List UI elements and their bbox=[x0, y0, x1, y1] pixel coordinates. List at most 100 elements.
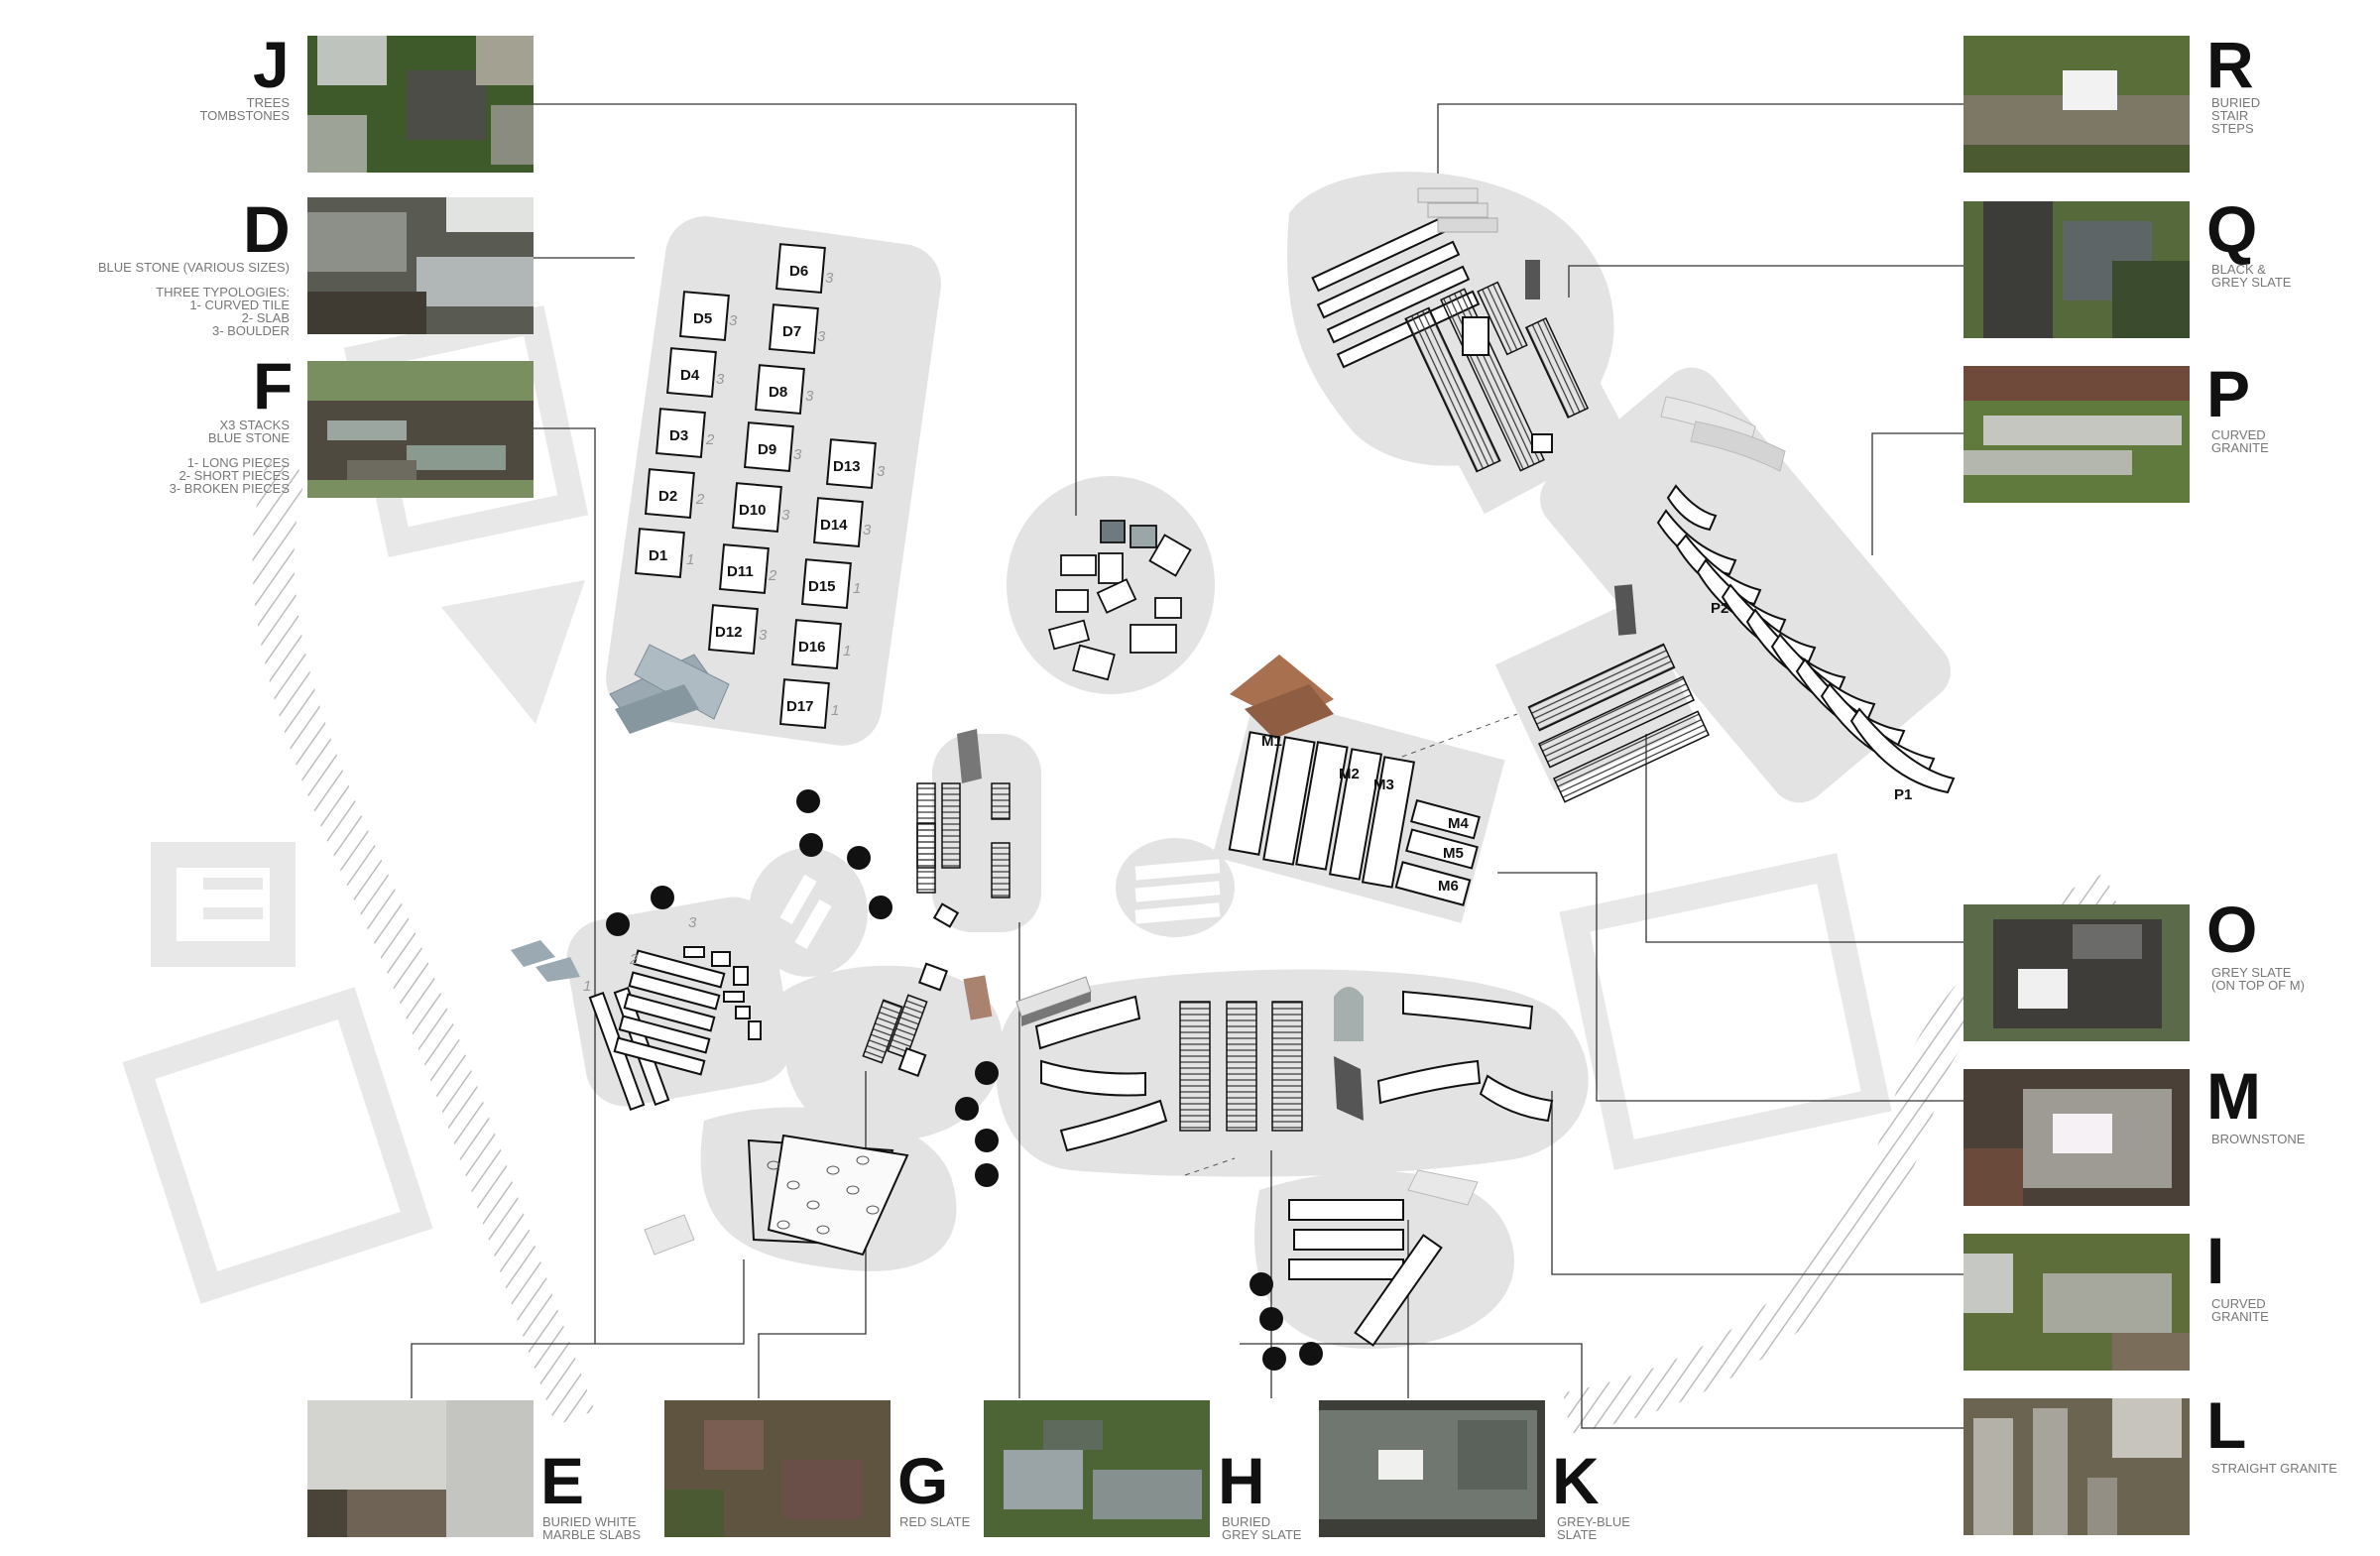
ghost-building-fills bbox=[203, 580, 585, 919]
g-area-small-pieces bbox=[897, 962, 949, 1078]
label-d8: D8 bbox=[769, 384, 787, 401]
legend-desc-f: X3 STACKS BLUE STONE bbox=[207, 418, 290, 445]
legend-desc-e: BURIED WHITE MARBLE SLABS bbox=[542, 1514, 641, 1542]
i-curved-granite bbox=[1034, 990, 1554, 1152]
legend-letter-f: F bbox=[253, 349, 294, 422]
svg-text:P1: P1 bbox=[1894, 786, 1912, 803]
d-labels: D6 D5 D7 D4 D8 D3 D9 D13 D2 D10 D14 D1 D… bbox=[649, 263, 861, 715]
l-granite-block bbox=[1407, 1169, 1479, 1206]
svg-text:2: 2 bbox=[629, 951, 639, 968]
legend-letter-j: J bbox=[253, 28, 290, 101]
legend-desc-q: BLACK & GREY SLATE bbox=[2211, 262, 2292, 290]
svg-text:M4: M4 bbox=[1448, 815, 1469, 832]
ghost-building-shapes bbox=[122, 304, 1892, 1304]
svg-text:3: 3 bbox=[805, 388, 814, 405]
legend-desc-r: BURIED STAIR STEPS bbox=[2211, 95, 2261, 136]
legend-letter-e: E bbox=[540, 1444, 585, 1517]
h-area-stairs bbox=[916, 782, 1011, 898]
legend-desc-i: CURVED GRANITE bbox=[2211, 1296, 2269, 1324]
svg-text:3: 3 bbox=[825, 270, 834, 287]
d-typology-numbers: 3 3 3 3 3 2 3 3 2 3 3 1 2 1 3 1 1 bbox=[686, 270, 886, 719]
hatched-path bbox=[252, 459, 595, 1426]
tree-dots bbox=[606, 789, 1323, 1371]
label-d1: D1 bbox=[649, 547, 667, 564]
svg-text:3: 3 bbox=[817, 328, 826, 345]
legend-letter-q: Q bbox=[2206, 192, 2258, 266]
p-labels: P1 P2 bbox=[1711, 600, 1912, 803]
label-d5: D5 bbox=[693, 310, 712, 327]
h-small-piece bbox=[932, 902, 960, 928]
photo-q bbox=[1964, 201, 2190, 338]
photo-f bbox=[307, 361, 534, 498]
label-d16: D16 bbox=[798, 639, 826, 656]
label-d9: D9 bbox=[758, 441, 776, 458]
q-dark-slab bbox=[1525, 260, 1540, 299]
legend-letter-o: O bbox=[2206, 893, 2258, 966]
m-labels: M1 M2 M3 M4 M5 M6 bbox=[1261, 733, 1469, 895]
svg-text:1: 1 bbox=[831, 702, 839, 719]
svg-text:2: 2 bbox=[705, 431, 715, 448]
svg-text:2: 2 bbox=[695, 491, 705, 508]
e-marble-dots bbox=[767, 1155, 880, 1235]
p-curved-granite-blocks bbox=[1660, 396, 1786, 472]
legend-desc-l: STRAIGHT GRANITE bbox=[2211, 1461, 2337, 1476]
photo-o bbox=[1964, 904, 2190, 1041]
legend-desc-j: TREES TOMBSTONES bbox=[199, 95, 290, 123]
svg-text:M6: M6 bbox=[1438, 878, 1459, 895]
legend-desc-p: CURVED GRANITE bbox=[2211, 427, 2269, 455]
legend-desc-g: RED SLATE bbox=[899, 1514, 971, 1529]
svg-text:3: 3 bbox=[688, 914, 697, 931]
photo-k bbox=[1319, 1400, 1545, 1537]
brownstone-pile bbox=[1230, 655, 1334, 739]
label-d6: D6 bbox=[789, 263, 808, 280]
r-area-slabs bbox=[1311, 217, 1481, 369]
svg-text:M1: M1 bbox=[1261, 733, 1282, 750]
legend-desc-m: BROWNSTONE bbox=[2211, 1132, 2306, 1146]
label-d13: D13 bbox=[833, 458, 861, 475]
svg-text:P2: P2 bbox=[1711, 600, 1728, 617]
photo-r bbox=[1964, 36, 2190, 173]
photo-i bbox=[1964, 1234, 2190, 1371]
d-area-pieces bbox=[634, 243, 877, 730]
photo-g bbox=[664, 1400, 891, 1537]
svg-text:3: 3 bbox=[759, 627, 768, 644]
dashed-link bbox=[1382, 713, 1518, 765]
svg-text:M3: M3 bbox=[1373, 777, 1394, 793]
svg-text:2: 2 bbox=[768, 567, 777, 584]
legend-letter-i: I bbox=[2206, 1224, 2225, 1297]
label-d7: D7 bbox=[782, 323, 801, 340]
legend-desc-d-typologies: THREE TYPOLOGIES: 1- CURVED TILE 2- SLAB… bbox=[156, 285, 290, 338]
svg-text:3: 3 bbox=[793, 446, 802, 463]
svg-text:1: 1 bbox=[843, 643, 851, 659]
leader-lines bbox=[411, 103, 1973, 1429]
photo-d bbox=[307, 197, 534, 334]
ghost-stripes bbox=[779, 859, 1221, 950]
m-area-pieces bbox=[1228, 731, 1481, 906]
p-curved-granite bbox=[1656, 484, 1956, 794]
label-d12: D12 bbox=[715, 624, 743, 641]
svg-text:3: 3 bbox=[781, 507, 790, 524]
legend-letter-r: R bbox=[2206, 28, 2254, 101]
r-area-blocks bbox=[1417, 187, 1498, 233]
label-d4: D4 bbox=[680, 367, 700, 384]
h-slate-piece bbox=[957, 729, 982, 783]
svg-text:3: 3 bbox=[729, 312, 738, 329]
svg-text:1: 1 bbox=[583, 978, 591, 995]
photo-m bbox=[1964, 1069, 2190, 1206]
svg-text:3: 3 bbox=[863, 522, 872, 539]
svg-text:1: 1 bbox=[686, 551, 694, 568]
legend-desc-d: BLUE STONE (VARIOUS SIZES) bbox=[97, 260, 290, 275]
legend-letter-l: L bbox=[2206, 1388, 2247, 1462]
legend-letter-p: P bbox=[2206, 357, 2251, 430]
legend-letter-d: D bbox=[243, 192, 291, 266]
o-area-stairs bbox=[1527, 643, 1710, 803]
svg-text:M2: M2 bbox=[1339, 766, 1360, 782]
svg-text:3: 3 bbox=[877, 463, 886, 480]
photo-p bbox=[1964, 366, 2190, 503]
label-d17: D17 bbox=[786, 698, 814, 715]
legend-desc-k: GREY-BLUE SLATE bbox=[1557, 1514, 1630, 1542]
h-area-long-stairs bbox=[1179, 1001, 1303, 1132]
e-white-fragments bbox=[644, 1214, 695, 1256]
svg-text:3: 3 bbox=[716, 371, 725, 388]
